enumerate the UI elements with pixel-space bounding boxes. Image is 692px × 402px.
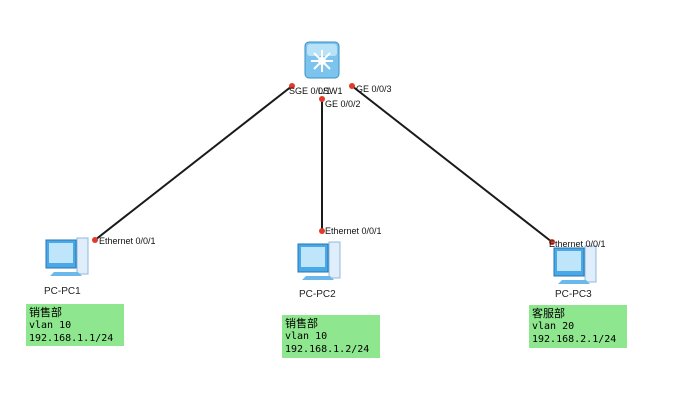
note-pc1-ip: 192.168.1.1/24 bbox=[29, 333, 114, 344]
pc3-port-label: Ethernet 0/0/1 bbox=[549, 239, 606, 249]
port-dot-pc2 bbox=[319, 228, 325, 234]
pc-icon-pc3[interactable] bbox=[553, 245, 597, 284]
port-dot-pc3 bbox=[549, 239, 555, 245]
switch-port-label-ge003: GE 0/0/3 bbox=[356, 84, 392, 94]
note-pc1: 销售部 vlan 10 192.168.1.1/24 bbox=[26, 304, 124, 346]
note-pc2-ip: 192.168.1.2/24 bbox=[285, 344, 370, 355]
port-dot-sw-p1 bbox=[289, 83, 295, 89]
note-pc2-vlan: vlan 10 bbox=[285, 331, 328, 342]
note-pc1-vlan: vlan 10 bbox=[29, 320, 72, 331]
port-dot-pc1 bbox=[92, 237, 98, 243]
pc3-name-label: PC-PC3 bbox=[555, 289, 592, 300]
note-pc3: 客服部 vlan 20 192.168.2.1/24 bbox=[529, 305, 627, 348]
port-dot-sw-p3 bbox=[349, 83, 355, 89]
link-sw-pc1 bbox=[94, 85, 293, 241]
note-pc2-dept: 销售部 bbox=[285, 317, 318, 330]
switch-name-label: LSW1 bbox=[318, 86, 343, 96]
note-pc1-dept: 销售部 bbox=[29, 306, 62, 319]
switch-port-label-ge002: GE 0/0/2 bbox=[325, 99, 361, 109]
switch-icon[interactable] bbox=[304, 41, 340, 79]
pc-icon-pc2[interactable] bbox=[297, 241, 341, 280]
link-sw-pc3 bbox=[351, 85, 553, 243]
pc1-port-label: Ethernet 0/0/1 bbox=[99, 236, 156, 246]
pc2-port-label: Ethernet 0/0/1 bbox=[325, 226, 382, 236]
port-dot-sw-p2 bbox=[319, 96, 325, 102]
note-pc3-vlan: vlan 20 bbox=[532, 321, 575, 332]
note-pc2: 销售部 vlan 10 192.168.1.2/24 bbox=[282, 315, 380, 358]
switch-port-label-overlap: SGE 0/0/1 bbox=[289, 86, 331, 96]
pc2-name-label: PC-PC2 bbox=[299, 289, 336, 300]
note-pc3-ip: 192.168.2.1/24 bbox=[532, 334, 617, 345]
pc1-name-label: PC-PC1 bbox=[44, 286, 81, 297]
pc-icon-pc1[interactable] bbox=[45, 237, 89, 276]
note-pc3-dept: 客服部 bbox=[532, 307, 565, 320]
